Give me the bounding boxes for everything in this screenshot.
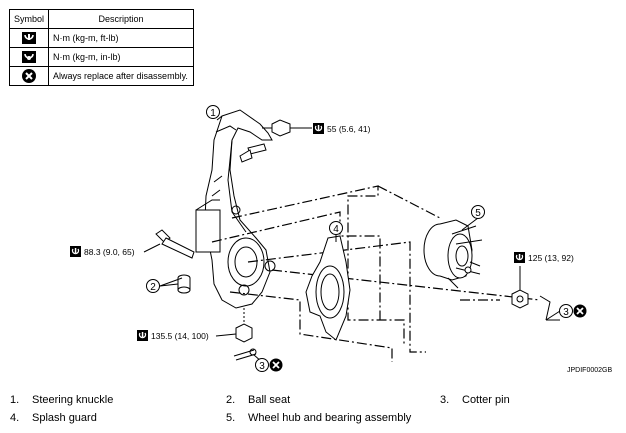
always-replace-icon [22,69,36,83]
torque-spec-88: 88.3 (9.0, 65) [84,247,135,257]
torque-spec-135: 135.5 (14, 100) [151,331,209,341]
torque-wrench-icon [69,245,82,258]
part-name: Steering knuckle [32,394,114,406]
callout-3-lower [255,358,269,372]
figure-code: JPDIF0002GB [567,367,613,374]
splash-guard [305,235,351,341]
callout-1-label: 1 [210,108,216,119]
hub-nut [511,289,529,309]
part-number: 1. [10,394,20,406]
wheel-hub [423,219,483,289]
legend-row: Always replace after disassembly. [8,66,195,86]
callout-2 [146,279,160,293]
upper-bolt [239,143,267,163]
list-item: 5. Wheel hub and bearing assembly [226,412,411,424]
list-item: 2. Ball seat [226,394,290,406]
callout-3-hub [559,304,573,318]
part-number: 2. [226,394,236,406]
part-name: Cotter pin [462,394,510,406]
callout-1 [206,105,220,119]
torque-wrench-small-icon [22,51,36,63]
ball-seat [177,274,191,294]
part-name: Ball seat [248,394,291,406]
callout-4 [329,221,343,235]
callout-5-label: 5 [475,208,481,219]
part-number: 3. [440,394,450,406]
torque-wrench-icon [513,251,526,264]
legend-description: Always replace after disassembly. [48,66,195,86]
lower-nut [235,323,253,343]
part-name: Splash guard [32,412,97,424]
list-item: 3. Cotter pin [440,394,510,406]
legend-table: Symbol Description N·m (kg-m, ft-lb) N·m… [8,9,195,86]
callout-2-label: 2 [150,282,156,293]
callout-3-lower-label: 3 [259,361,265,372]
leader-line [143,243,161,253]
part-name: Wheel hub and bearing assembly [248,412,412,424]
list-item: 4. Splash guard [10,412,97,424]
list-item: 1. Steering knuckle [10,394,113,406]
callout-3-hub-label: 3 [563,307,569,318]
part-number: 4. [10,412,20,424]
always-replace-icon [572,303,588,319]
callout-5 [471,205,485,219]
knuckle-bolt [155,229,195,259]
legend-row: N·m (kg-m, in-lb) [8,47,195,67]
part-number: 5. [226,412,236,424]
steering-knuckle [195,109,276,309]
torque-wrench-icon [312,122,325,135]
lower-cotter-pin [233,348,257,361]
torque-wrench-icon [22,32,36,44]
callout-4-label: 4 [333,224,339,235]
leader-line [159,283,179,287]
torque-spec-125: 125 (13, 92) [528,253,574,263]
hub-cotter-pin [539,295,560,321]
torque-wrench-icon [136,329,149,342]
leader-line [215,333,237,337]
torque-spec-55: 55 (5.6, 41) [327,124,371,134]
always-replace-icon [268,357,284,373]
upper-nut [262,119,291,137]
